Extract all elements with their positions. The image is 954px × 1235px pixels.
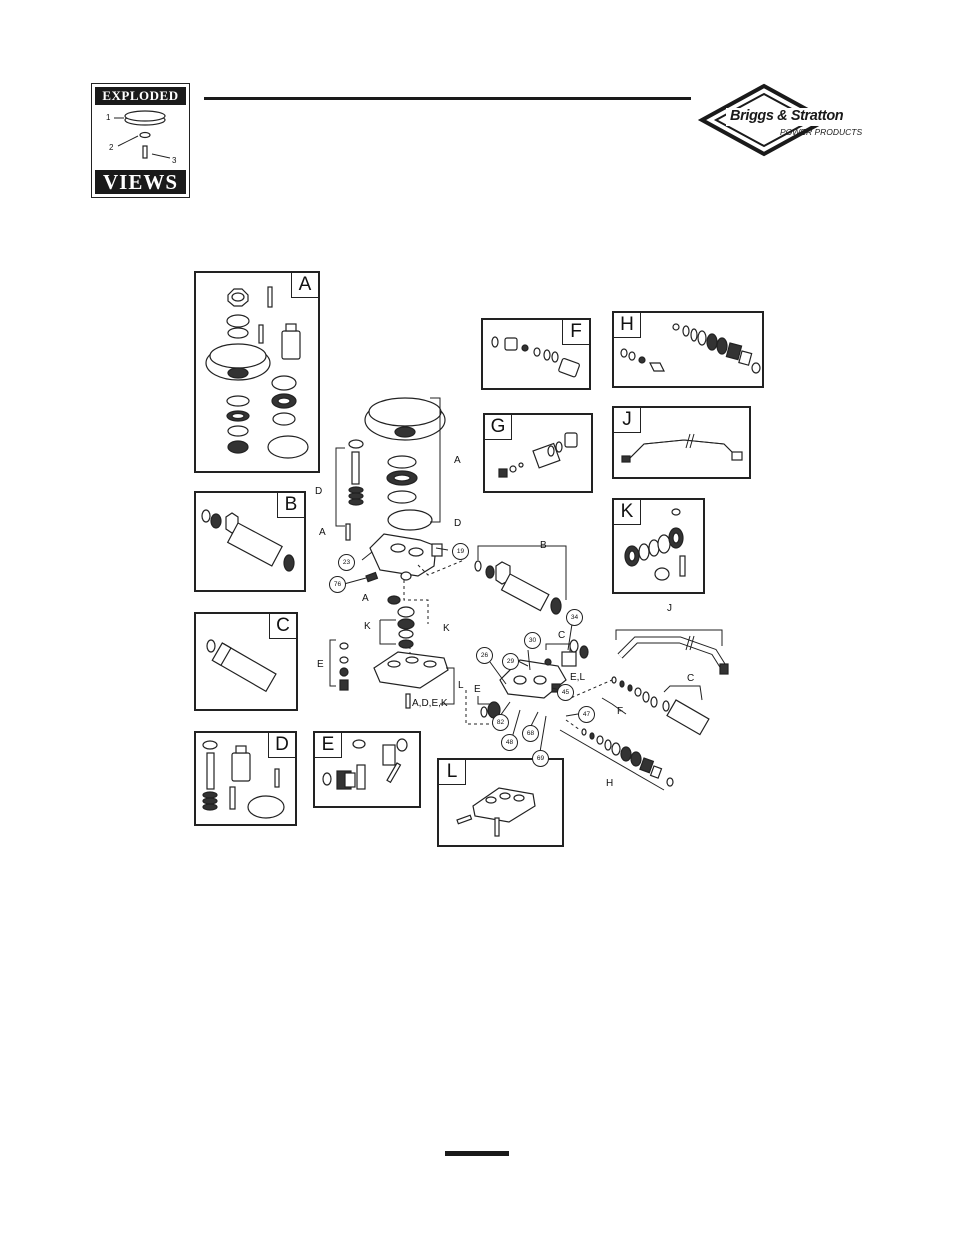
part-number-45: 45 bbox=[557, 684, 574, 701]
part-number-34: 34 bbox=[566, 609, 583, 626]
main-label-c-mid: C bbox=[558, 631, 565, 641]
main-label-f-low: F bbox=[617, 707, 623, 717]
main-label-c-right: C bbox=[687, 674, 694, 684]
main-label-e-left: E bbox=[317, 660, 324, 670]
part-number-29: 29 bbox=[502, 653, 519, 670]
main-label-a-mid: A bbox=[362, 594, 369, 604]
part-number-19: 19 bbox=[452, 543, 469, 560]
part-number-68: 68 bbox=[522, 725, 539, 742]
part-number-47: 47 bbox=[578, 706, 595, 723]
part-number-23: 23 bbox=[338, 554, 355, 571]
main-label-l-right: L bbox=[458, 681, 464, 691]
main-label-d-left: D bbox=[315, 487, 322, 497]
main-label-b-top: B bbox=[540, 541, 547, 551]
part-number-82: 82 bbox=[492, 714, 509, 731]
main-label-a-right: A bbox=[454, 456, 461, 466]
main-label-d-right: D bbox=[454, 519, 461, 529]
part-number-69: 69 bbox=[532, 750, 549, 767]
main-label-a-left: A bbox=[319, 528, 326, 538]
main-label-j-top: J bbox=[667, 604, 672, 614]
main-label-k-left: K bbox=[364, 622, 371, 632]
main-label-e-low: E bbox=[474, 685, 481, 695]
footer-rule bbox=[445, 1151, 509, 1156]
part-number-76: 76 bbox=[329, 576, 346, 593]
part-number-30: 30 bbox=[524, 632, 541, 649]
main-label-e-l: E,L bbox=[570, 673, 585, 683]
part-number-26: 26 bbox=[476, 647, 493, 664]
part-number-48: 48 bbox=[501, 734, 518, 751]
main-label-k-right: K bbox=[443, 624, 450, 634]
main-label-h-low: H bbox=[606, 779, 613, 789]
main-label-combo: A,D,E,K bbox=[412, 699, 448, 709]
